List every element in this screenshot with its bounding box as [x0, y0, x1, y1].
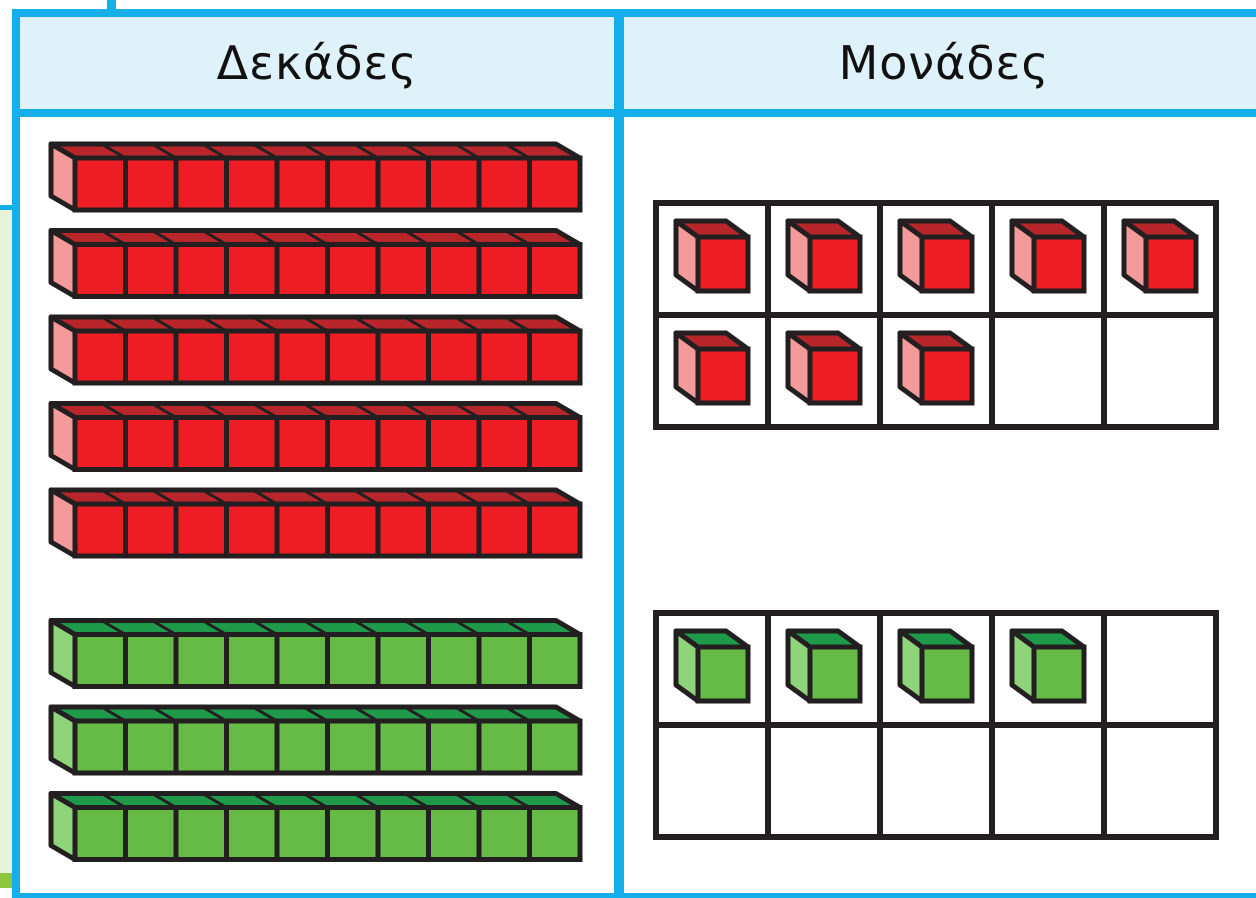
unit-cube-red	[788, 333, 860, 403]
ten-frame-cell	[992, 613, 1104, 725]
ten-frame-cell	[768, 725, 880, 837]
ten-frame-cell	[880, 315, 992, 427]
ten-frame-cell	[656, 725, 768, 837]
unit-cube-red	[900, 333, 972, 403]
tens-rod-red	[51, 317, 580, 383]
ten-frame-cell	[880, 613, 992, 725]
tens-rod-red	[51, 231, 580, 297]
ten-frame-green	[651, 608, 1221, 842]
unit-cube-green	[676, 631, 748, 701]
unit-cube-red	[676, 221, 748, 291]
ten-frame-cell	[880, 725, 992, 837]
ten-frame-cell	[1104, 725, 1216, 837]
unit-cube-red	[900, 221, 972, 291]
unit-cube-green	[900, 631, 972, 701]
ten-frame-red	[651, 198, 1221, 432]
tens-rod-green	[51, 794, 580, 860]
ten-frame-cell	[992, 203, 1104, 315]
unit-cube-red	[1124, 221, 1196, 291]
ten-frame-cell	[768, 315, 880, 427]
unit-cube-red	[676, 333, 748, 403]
tens-rod-red	[51, 404, 580, 470]
ten-frame-cell	[880, 203, 992, 315]
unit-cube-green	[1012, 631, 1084, 701]
ten-frame-cell	[768, 613, 880, 725]
ten-frame-cell	[656, 315, 768, 427]
tens-rod-red	[51, 490, 580, 556]
ten-frame-cell	[1104, 203, 1216, 315]
ten-frame-cell	[656, 203, 768, 315]
ten-frame-cell	[768, 203, 880, 315]
unit-cube-red	[1012, 221, 1084, 291]
ten-frame-cell	[1104, 315, 1216, 427]
ten-frame-cell	[1104, 613, 1216, 725]
ten-frame-cell	[656, 613, 768, 725]
tens-rod-green	[51, 707, 580, 773]
tens-rod-red	[51, 144, 580, 210]
ten-frame-cell	[992, 725, 1104, 837]
unit-cube-red	[788, 221, 860, 291]
tens-rod-green	[51, 621, 580, 687]
unit-cube-green	[788, 631, 860, 701]
ten-frame-cell	[992, 315, 1104, 427]
